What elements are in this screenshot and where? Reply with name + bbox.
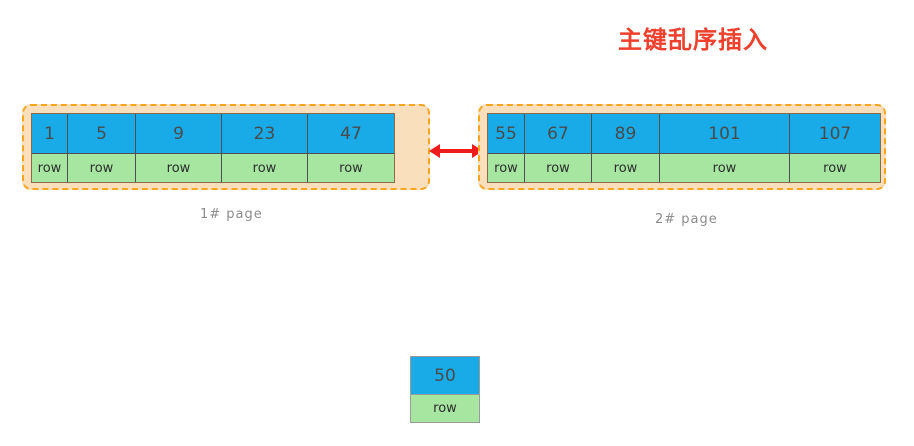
new-record-row: row [411, 395, 479, 422]
new-record-card[interactable]: 50 row [410, 356, 480, 423]
slot-key: 5 [68, 114, 135, 154]
new-record-key: 50 [411, 357, 479, 395]
page-caption-2: 2# page [655, 212, 718, 227]
page-container-1: 1 row 5 row 9 row 23 row 47 row [22, 104, 430, 190]
slot-row: row [488, 154, 524, 182]
slot-row: row [32, 154, 67, 182]
slot-row: row [136, 154, 221, 182]
slot-row: row [525, 154, 591, 182]
slot[interactable]: 1 row [32, 114, 68, 182]
slot[interactable]: 9 row [136, 114, 222, 182]
page-caption-1: 1# page [200, 207, 263, 222]
double-headed-arrow-icon [429, 144, 483, 158]
slot[interactable]: 47 row [308, 114, 394, 182]
slot-key: 89 [592, 114, 659, 154]
slot-key: 107 [790, 114, 880, 154]
slot[interactable]: 55 row [488, 114, 525, 182]
slot[interactable]: 89 row [592, 114, 660, 182]
slot-row: row [308, 154, 394, 182]
slot-row: row [790, 154, 880, 182]
slot-key: 47 [308, 114, 394, 154]
slot-key: 67 [525, 114, 591, 154]
page-title: 主键乱序插入 [618, 26, 768, 54]
slot-row: row [222, 154, 307, 182]
slot-row: row [68, 154, 135, 182]
slot[interactable]: 101 row [660, 114, 790, 182]
slot-key: 1 [32, 114, 67, 154]
slot-table-1: 1 row 5 row 9 row 23 row 47 row [31, 113, 395, 183]
slot-table-2: 55 row 67 row 89 row 101 row 107 row [487, 113, 881, 183]
slot[interactable]: 107 row [790, 114, 880, 182]
slot-row: row [592, 154, 659, 182]
page-container-2: 55 row 67 row 89 row 101 row 107 row [478, 104, 886, 190]
slot-key: 23 [222, 114, 307, 154]
slot-key: 9 [136, 114, 221, 154]
slot[interactable]: 23 row [222, 114, 308, 182]
slot[interactable]: 5 row [68, 114, 136, 182]
slot[interactable]: 67 row [525, 114, 592, 182]
slot-row: row [660, 154, 789, 182]
slot-key: 55 [488, 114, 524, 154]
slot-key: 101 [660, 114, 789, 154]
